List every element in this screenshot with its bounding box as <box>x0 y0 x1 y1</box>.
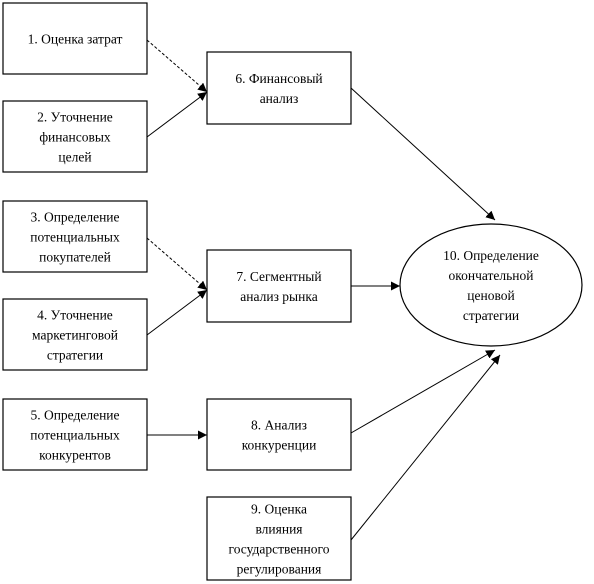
node-9-label-line: влияния <box>255 522 302 537</box>
node-10: 10. Определение окончательной ценовой страт… <box>399 223 583 347</box>
node-6: 6. Финансовый анализ <box>206 51 352 125</box>
node-3-label-line: покупателей <box>39 250 111 265</box>
node-3-box <box>2 200 148 273</box>
arrow-n4-to-n7 <box>146 289 208 336</box>
node-1-label-line: 1. Оценка затрат <box>28 32 123 47</box>
node-10-label-line: ценовой <box>467 288 514 303</box>
arrow-n9-to-n10 <box>350 354 501 541</box>
node-8-label-line: конкуренции <box>242 438 317 453</box>
node-8-label-line: 8. Анализ <box>251 418 307 433</box>
nodes-layer: 1. Оценка затрат 2. Уточнение финансовых це… <box>2 2 583 581</box>
node-5-label-line: потенциальных <box>30 428 120 443</box>
node-5-box <box>2 398 148 471</box>
node-9: 9. Оценка влияния государственного регулиро… <box>206 496 352 581</box>
node-10-ellipse <box>399 223 583 347</box>
node-6-label-line: анализ <box>260 91 299 106</box>
node-2-label-line: финансовых <box>39 130 111 145</box>
node-4-label-line: 4. Уточнение <box>37 308 113 323</box>
node-2-box <box>2 100 148 173</box>
node-10-label-line: стратегии <box>463 308 519 323</box>
node-3-label-line: потенциальных <box>30 230 120 245</box>
node-5: 5. Определение потенциальных конкурентов <box>2 398 148 471</box>
arrow-n6-to-n10 <box>350 87 496 221</box>
node-5-label-line: конкурентов <box>39 448 111 463</box>
node-1-box <box>2 2 148 75</box>
node-4-label-line: маркетинговой <box>32 328 118 343</box>
node-4: 4. Уточнение маркетинговой стратегии <box>2 298 148 371</box>
arrow-n8-to-n10 <box>350 349 496 434</box>
node-9-label-line: 9. Оценка <box>251 502 307 517</box>
arrow-n2-to-n6 <box>146 91 208 138</box>
node-10-label-line: окончательной <box>448 268 533 283</box>
node-8-box <box>206 398 352 471</box>
node-4-box <box>2 298 148 371</box>
node-7-box <box>206 249 352 323</box>
node-7: 7. Сегментный анализ рынка <box>206 249 352 323</box>
node-2: 2. Уточнение финансовых целей <box>2 100 148 173</box>
node-9-box <box>206 496 352 581</box>
node-9-label-line: регулирования <box>237 562 322 577</box>
node-2-label-line: 2. Уточнение <box>37 110 113 125</box>
arrow-n3-to-n7 <box>146 237 208 291</box>
node-7-label-line: 7. Сегментный <box>236 269 321 284</box>
arrow-n1-to-n6 <box>146 39 208 93</box>
node-1: 1. Оценка затрат <box>2 2 148 75</box>
node-5-label-line: 5. Определение <box>30 408 119 423</box>
node-3: 3. Определение потенциальных покупателей <box>2 200 148 273</box>
node-6-box <box>206 51 352 125</box>
node-2-label-line: целей <box>58 150 91 165</box>
node-6-label-line: 6. Финансовый <box>235 71 322 86</box>
node-3-label-line: 3. Определение <box>30 210 119 225</box>
node-10-label-line: 10. Определение <box>443 248 539 263</box>
node-9-label-line: государственного <box>229 542 330 557</box>
node-4-label-line: стратегии <box>47 348 103 363</box>
edges-layer <box>146 39 501 541</box>
node-7-label-line: анализ рынка <box>240 289 317 304</box>
node-8: 8. Анализ конкуренции <box>206 398 352 471</box>
